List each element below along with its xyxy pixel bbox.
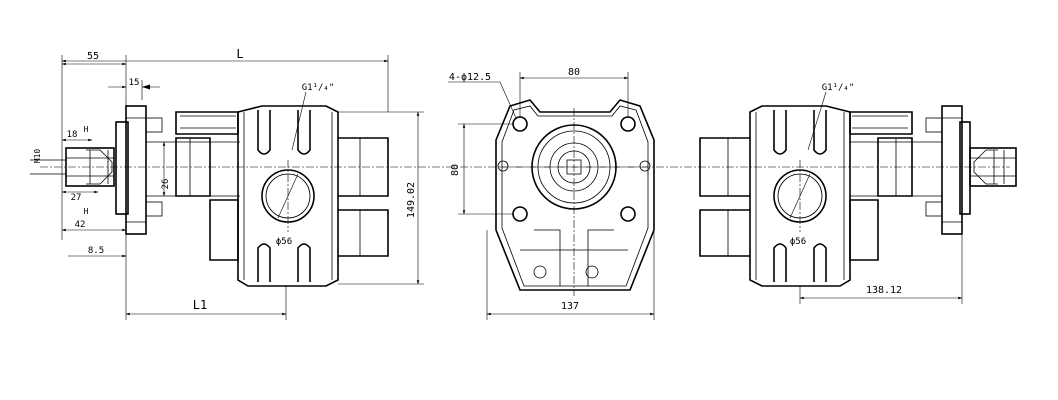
- dim-42: 42: [75, 220, 86, 230]
- front-view: 4-ϕ12.5 80 80 137: [448, 67, 655, 320]
- dim-15: 15: [129, 78, 140, 88]
- dim-18: 18: [67, 130, 78, 140]
- dim-H-bottom: H: [84, 207, 89, 216]
- dim-137: 137: [561, 301, 579, 312]
- dim-80-vertical: 80: [450, 164, 461, 176]
- dim-L1: L1: [193, 298, 207, 312]
- port-thread-label-right: G1¹/₄": [822, 83, 855, 93]
- bolt-holes-label: 4-ϕ12.5: [449, 72, 491, 83]
- dim-149-02: 149.02: [406, 182, 417, 218]
- port-diameter-label-right: ϕ56: [790, 237, 806, 247]
- dim-138-12: 138.12: [866, 285, 902, 296]
- dim-26: 26: [161, 179, 171, 190]
- dim-27: 27: [71, 193, 82, 203]
- dim-M10: M10: [33, 149, 42, 164]
- right-side-view: G1¹/₄" ϕ56 138.12: [699, 83, 1017, 304]
- dim-8-5: 8.5: [88, 246, 104, 256]
- left-side-view: L 55 15 M10 18 H 27 H 42 8.5: [30, 47, 1010, 320]
- dim-55: 55: [87, 51, 99, 62]
- port-thread-label-left: G1¹/₄": [302, 83, 335, 93]
- port-diameter-label-left: ϕ56: [276, 237, 292, 247]
- dim-80-horizontal: 80: [568, 67, 580, 78]
- dim-H-top: H: [84, 125, 89, 134]
- dim-L: L: [236, 47, 243, 61]
